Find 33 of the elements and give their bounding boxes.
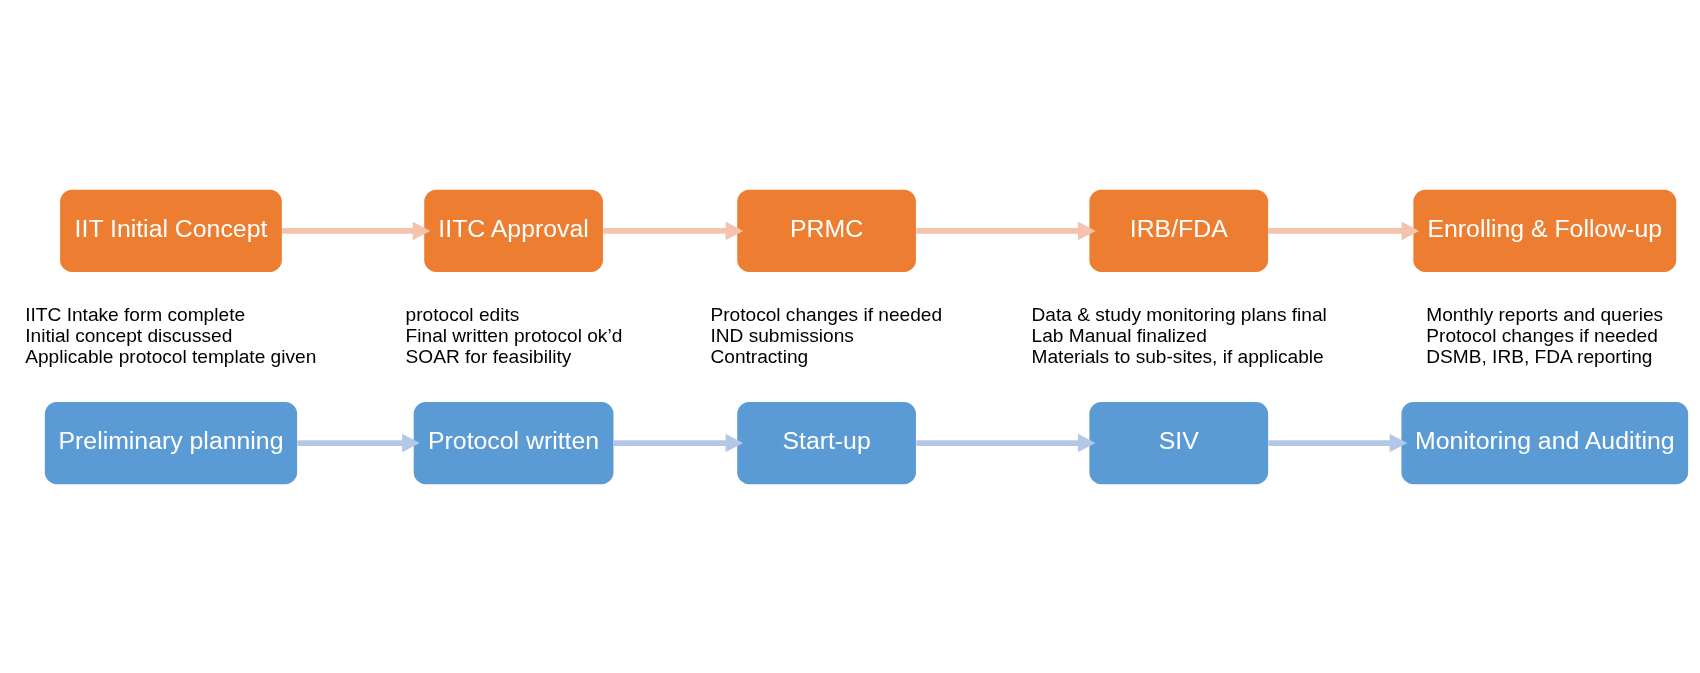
node-label: DSMB, IRB, FDA reporting — [1426, 345, 1653, 367]
node-label: IND submissions — [710, 324, 854, 346]
node-box: PRMC — [737, 189, 916, 272]
node-label: Final written protocol ok’d — [405, 324, 623, 346]
node-label: Materials to sub-sites, if applicable — [1031, 345, 1324, 367]
node-box: IITC Approval — [424, 189, 603, 272]
node-box: Monitoring and Auditing — [1401, 401, 1689, 484]
arrow — [603, 221, 744, 240]
arrow — [613, 433, 744, 452]
node-label: Protocol changes if needed — [1426, 324, 1658, 346]
node-label: Data & study monitoring plans final — [1031, 303, 1327, 325]
node-box: Preliminary planning — [44, 401, 298, 484]
arrow — [916, 221, 1096, 240]
arrow — [297, 433, 420, 452]
node-label: Protocol changes if needed — [710, 303, 943, 325]
node-box: Enrolling & Follow-up — [1413, 189, 1677, 272]
node-label: SOAR for feasibility — [405, 345, 572, 367]
node-box: IRB/FDA — [1089, 189, 1269, 272]
node-box: Start-up — [737, 401, 916, 484]
node-label: Lab Manual finalized — [1031, 324, 1207, 346]
node-box: Protocol written — [413, 401, 614, 484]
node-label: protocol edits — [405, 303, 520, 325]
arrow — [1268, 221, 1420, 240]
arrow — [1268, 433, 1408, 452]
node-label: Contracting — [710, 345, 809, 367]
node-label: IITC Intake form complete — [25, 303, 246, 325]
arrow — [282, 221, 431, 240]
node-box: IIT Initial Concept — [60, 189, 282, 272]
node-label: Monthly reports and queries — [1426, 303, 1664, 325]
node-box: SIV — [1089, 401, 1269, 484]
node-label: Initial concept discussed — [25, 324, 233, 346]
node-label: Applicable protocol template given — [25, 345, 317, 367]
arrow — [916, 433, 1096, 452]
